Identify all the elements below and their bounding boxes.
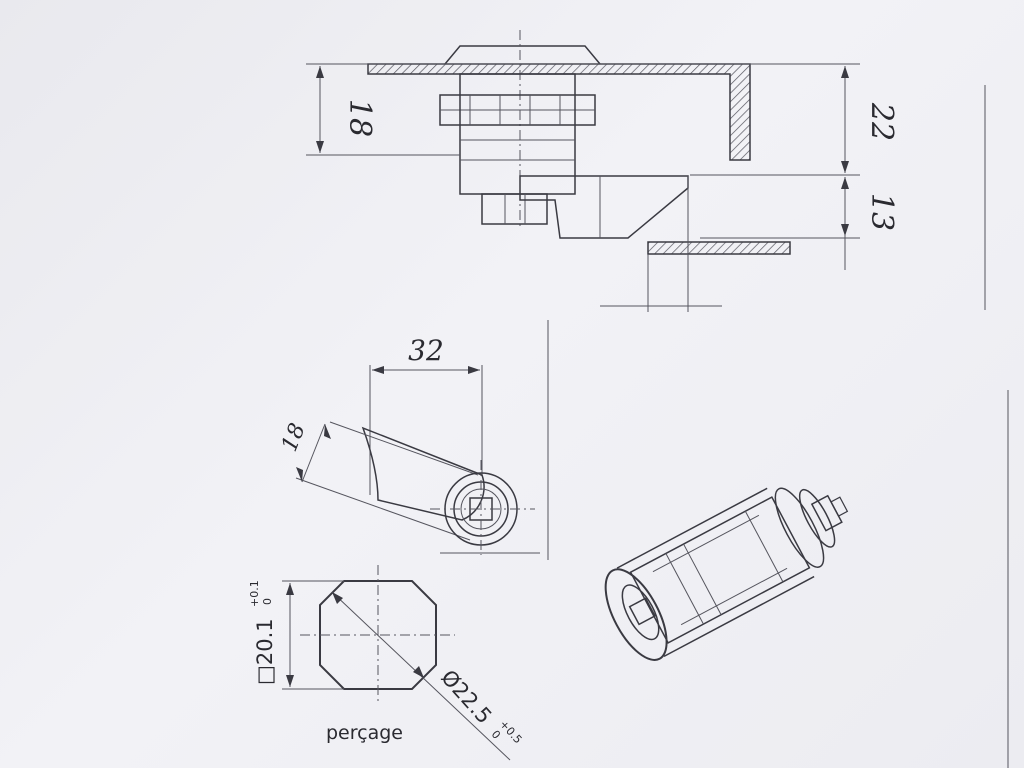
cam-front-view: 32 18 [277,334,540,555]
dim-22-label: 22 [864,102,899,141]
cutout-caption: perçage [326,722,403,744]
dim-18-label: 18 [342,99,377,137]
cam-tongue [519,175,689,239]
cutout-shape [319,580,437,690]
iso-front-flange [604,568,668,661]
dim-13-label: 13 [864,193,899,231]
iso-rear-nut [774,487,825,568]
lock-side-view: 18 22 13 [306,30,899,312]
dim-18-cam-line [301,423,326,483]
diameter-tol-lower: 0 [489,728,503,742]
panel-plate [367,63,751,161]
panel-cutout: □20.1 +0.1 0 Ø22.5 +0.5 0 perçage [248,565,524,761]
lock-head [444,45,601,65]
iso-key-slot [628,597,656,626]
dim-32-label: 32 [408,334,444,367]
square-tol-upper: +0.1 [248,580,261,607]
cam-outline [361,426,485,521]
sheet-edges [547,85,1009,768]
end-nut [481,193,548,225]
square-size-label: □20.1 [253,618,277,685]
square-tol-lower: 0 [261,598,274,605]
iso-body [629,496,811,644]
frame-strike [647,241,791,255]
lock-isometric-view [604,487,849,661]
dim-18-cam-label: 18 [277,420,311,455]
